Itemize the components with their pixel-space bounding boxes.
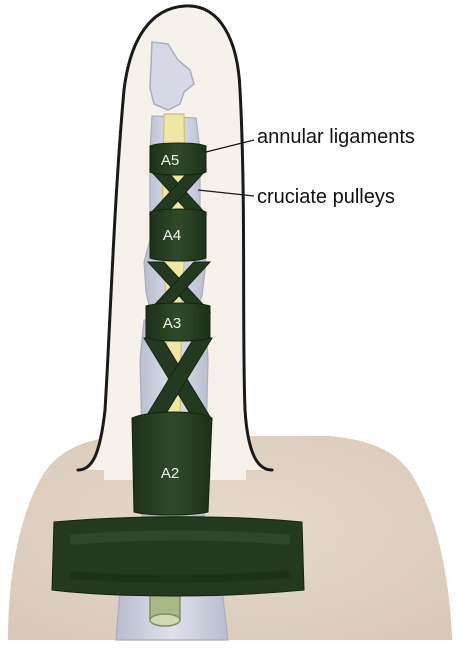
pulley-label-a3: A3 bbox=[163, 315, 181, 332]
pulley-label-a4: A4 bbox=[163, 227, 181, 244]
annular-ligaments-label: annular ligaments bbox=[257, 126, 415, 148]
pulley-a1-band bbox=[52, 517, 304, 596]
pulley-a2 bbox=[132, 412, 212, 515]
cruciate-pulleys-label: cruciate pulleys bbox=[257, 186, 395, 208]
pulley-label-a2: A2 bbox=[161, 465, 179, 482]
pulley-label-a5: A5 bbox=[161, 152, 179, 169]
